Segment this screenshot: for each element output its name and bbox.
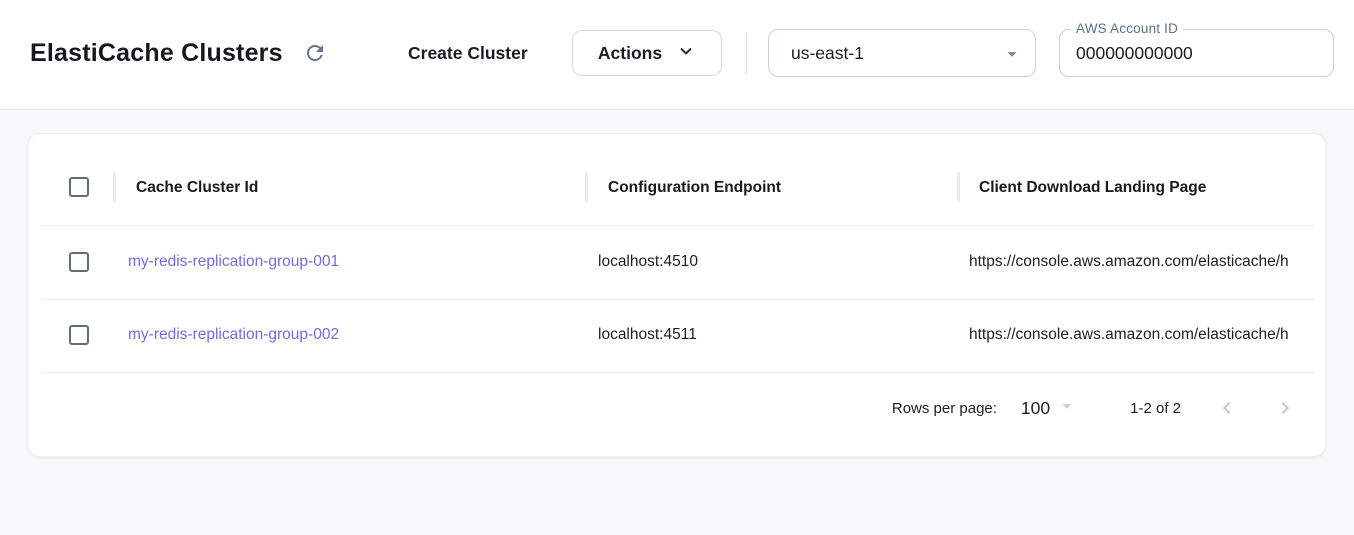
- arrow-dropdown-icon: [1050, 395, 1078, 422]
- configuration-endpoint-cell: localhost:4511: [598, 326, 697, 343]
- column-header-client-download-landing-page: Client Download Landing Page: [979, 179, 1207, 196]
- configuration-endpoint-cell: localhost:4510: [598, 253, 698, 270]
- rows-per-page-select[interactable]: 100: [1021, 395, 1078, 422]
- previous-page-button[interactable]: [1215, 396, 1239, 420]
- row-divider: [41, 372, 1315, 373]
- row-divider: [41, 299, 1315, 300]
- rows-per-page-value: 100: [1020, 397, 1051, 418]
- row-checkbox[interactable]: [69, 252, 89, 272]
- aws-account-id-input[interactable]: [1060, 30, 1333, 76]
- column-header-configuration-endpoint: Configuration Endpoint: [608, 179, 782, 196]
- topbar-divider: [746, 33, 747, 74]
- chevron-left-icon: [1215, 402, 1239, 423]
- topbar: ElastiCache Clusters Create Cluster Acti…: [0, 0, 1354, 110]
- row-divider: [41, 225, 1315, 226]
- clusters-table-card: Cache Cluster Id Configuration Endpoint …: [28, 133, 1326, 457]
- column-header-cache-cluster-id: Cache Cluster Id: [136, 179, 259, 196]
- actions-button[interactable]: Actions: [572, 30, 722, 76]
- select-all-checkbox[interactable]: [69, 177, 89, 197]
- client-download-url-cell: https://console.aws.amazon.com/elasticac…: [969, 253, 1289, 270]
- aws-account-id-label: AWS Account ID: [1071, 21, 1184, 36]
- chevron-right-icon: [1273, 402, 1297, 423]
- cluster-id-link[interactable]: my-redis-replication-group-002: [128, 326, 340, 343]
- column-separator[interactable]: [585, 172, 588, 202]
- column-separator[interactable]: [957, 172, 960, 202]
- region-select-value: us-east-1: [791, 42, 864, 63]
- aws-account-id-field: AWS Account ID: [1059, 21, 1334, 77]
- client-download-url-cell: https://console.aws.amazon.com/elasticac…: [969, 326, 1289, 343]
- page-title: ElastiCache Clusters: [30, 39, 283, 67]
- row-checkbox[interactable]: [69, 325, 89, 345]
- pagination-range-label: 1-2 of 2: [1130, 399, 1181, 417]
- create-cluster-button[interactable]: Create Cluster: [400, 30, 536, 76]
- cluster-id-link[interactable]: my-redis-replication-group-001: [128, 253, 340, 270]
- actions-button-label: Actions: [597, 42, 663, 63]
- column-separator[interactable]: [113, 172, 116, 202]
- next-page-button[interactable]: [1273, 396, 1297, 420]
- region-select[interactable]: us-east-1: [768, 29, 1036, 77]
- rows-per-page-label: Rows per page:: [891, 399, 997, 417]
- pagination-bar: Rows per page: 100 1-2 of 2: [892, 384, 1297, 432]
- refresh-button[interactable]: [302, 41, 328, 67]
- refresh-icon: [303, 45, 327, 68]
- chevron-down-icon: [676, 41, 696, 66]
